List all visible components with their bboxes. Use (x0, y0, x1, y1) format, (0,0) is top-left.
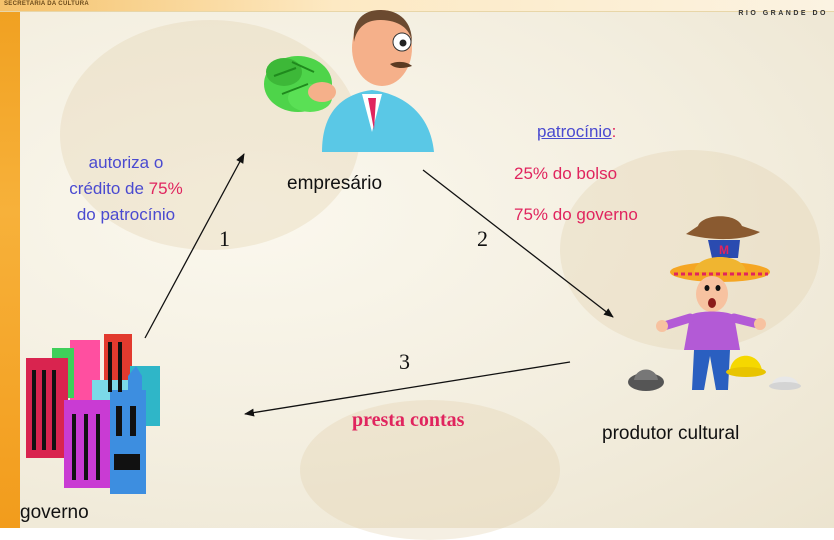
svg-text:M: M (719, 243, 729, 257)
sponsorship-title-colon: : (611, 122, 617, 141)
credit-note-line3: do patrocínio (76, 205, 176, 224)
top-header-bar: SECRETARIA DA CULTURA (0, 0, 834, 12)
background-decoration (300, 400, 560, 540)
accountability-label: presta contas (352, 409, 465, 431)
empresario-label: empresário (287, 173, 383, 194)
credit-note: autoriza o crédito de 75% do patrocínio (46, 150, 206, 228)
credit-note-line2: crédito de 75% (46, 176, 206, 202)
sponsorship-title: patrocínio: (537, 122, 616, 142)
produtor-label: produtor cultural (602, 423, 740, 444)
sponsorship-title-text: patrocínio (537, 122, 612, 141)
credit-note-percentage: 75% (148, 179, 183, 198)
sponsorship-line1: 25% do bolso (514, 164, 618, 183)
governo-label: governo (20, 502, 89, 523)
arrow-empresario-to-produtor (422, 169, 614, 318)
step-1-label: 1 (219, 226, 230, 251)
flow-arrows (144, 153, 614, 417)
empresario-illustration (264, 10, 434, 152)
governo-illustration (26, 334, 160, 494)
arrow-produtor-to-governo (244, 361, 571, 417)
step-2-label: 2 (477, 226, 488, 251)
sponsorship-line2: 75% do governo (514, 205, 638, 224)
step-3-label: 3 (399, 349, 410, 374)
arrow-governo-to-empresario (144, 153, 245, 339)
produtor-illustration: M (628, 216, 801, 391)
header-right-label: RIO GRANDE DO (738, 10, 828, 17)
credit-note-line1: autoriza o (88, 153, 164, 172)
header-left-label: SECRETARIA DA CULTURA (4, 1, 89, 7)
left-accent-bar (0, 0, 20, 528)
credit-note-prefix: crédito de (69, 179, 149, 198)
